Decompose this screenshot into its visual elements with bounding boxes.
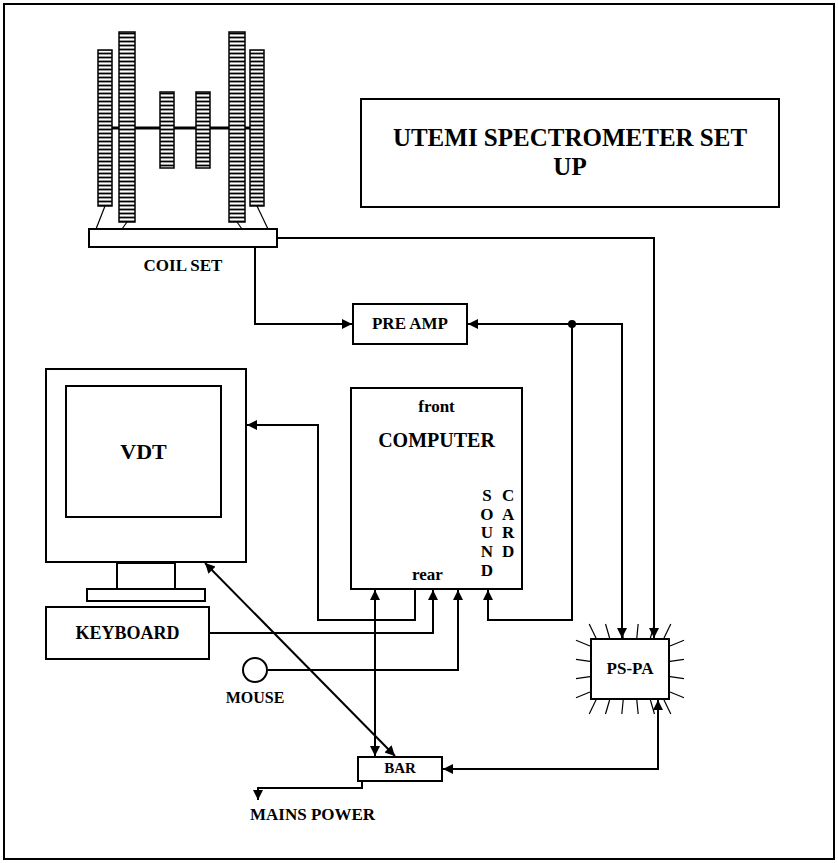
coil-support: [96, 206, 105, 229]
power-amp-box: PS-PA: [590, 638, 670, 700]
pin-stroke: [670, 659, 684, 661]
signal-wire: [278, 238, 654, 638]
signal-wire: [443, 700, 658, 769]
box-label: PRE AMP: [372, 314, 448, 334]
box-label: KEYBOARD: [75, 623, 179, 644]
monitor-neck: [117, 563, 175, 589]
coil-winding: [160, 92, 174, 168]
power-bar: BAR: [357, 756, 443, 782]
pin-stroke: [576, 692, 590, 698]
signal-wire: [268, 590, 458, 670]
pin-stroke: [606, 700, 610, 714]
signal-wire: [255, 248, 352, 324]
pin-stroke: [576, 659, 590, 661]
pin-stroke: [606, 624, 610, 638]
coil-winding: [196, 92, 210, 168]
title-box: UTEMI SPECTROMETER SET UP: [360, 98, 780, 208]
preamp-box: PRE AMP: [352, 303, 468, 345]
signal-wire: [205, 563, 395, 756]
pin-stroke: [589, 700, 596, 714]
side-label: front: [418, 397, 455, 417]
box-label: PS-PA: [607, 659, 654, 679]
mouse-symbol: MOUSE: [242, 657, 268, 683]
pin-stroke: [637, 700, 638, 714]
pin-stroke: [622, 624, 623, 638]
screen-label: VDT: [120, 439, 166, 464]
card-label: SOUND CARD: [477, 487, 518, 582]
supply-label: MAINS POWER: [250, 805, 375, 825]
monitor-screen: VDT: [65, 385, 222, 518]
coil-support: [257, 206, 268, 229]
monitor: VDT: [45, 368, 247, 563]
signal-wire: [374, 590, 376, 756]
pin-stroke: [576, 640, 590, 646]
pin-stroke: [670, 677, 684, 679]
monitor-base: [87, 589, 205, 601]
pin-stroke: [589, 624, 596, 638]
pin-stroke: [650, 700, 654, 714]
coil-base: COIL SET: [88, 228, 278, 248]
coil-winding: [229, 32, 245, 222]
coil-winding: [119, 32, 135, 222]
pin-stroke: [664, 700, 671, 714]
part-label: COIL SET: [144, 256, 223, 276]
coil-winding: [250, 50, 264, 206]
pin-stroke: [622, 700, 623, 714]
box-label: COMPUTER: [378, 429, 495, 452]
title-text: UTEMI SPECTROMETER SET UP: [390, 124, 750, 182]
pin-stroke: [576, 677, 590, 679]
part-label: MOUSE: [226, 689, 285, 707]
pin-stroke: [650, 624, 654, 638]
box-label: BAR: [384, 760, 416, 777]
pin-stroke: [637, 624, 638, 638]
keyboard-box: KEYBOARD: [45, 606, 210, 660]
pin-stroke: [664, 624, 671, 638]
mains-lead: [258, 779, 362, 800]
pin-stroke: [670, 640, 684, 646]
signal-wire: [210, 590, 433, 633]
coil-winding: [98, 50, 112, 206]
pin-stroke: [670, 692, 684, 698]
junction-dot: [568, 320, 576, 328]
computer-box: frontCOMPUTER SOUND CARD rear: [350, 387, 523, 590]
side-label: rear: [412, 565, 443, 585]
